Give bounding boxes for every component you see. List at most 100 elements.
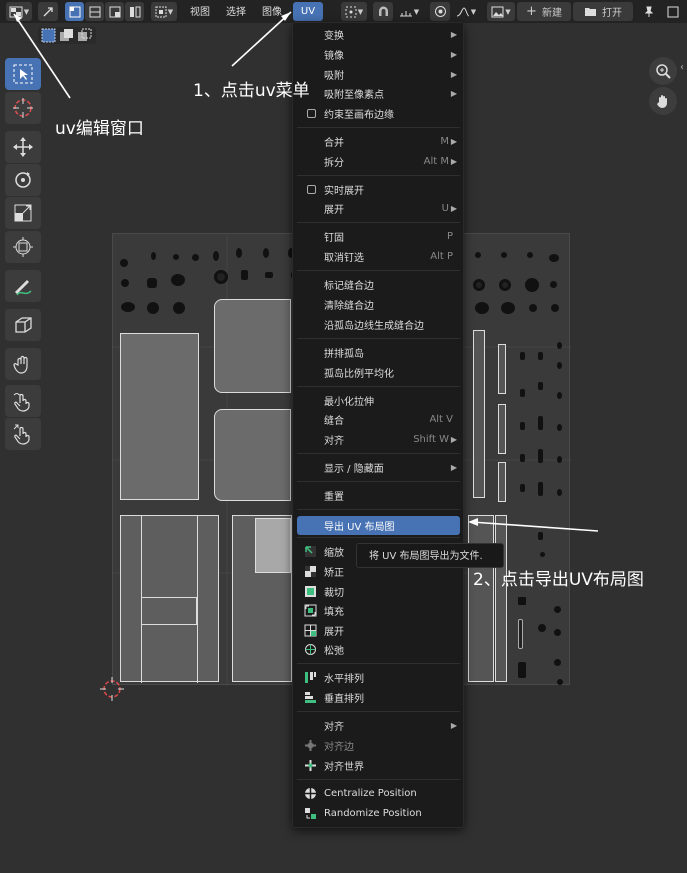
menu-item-mark-seam[interactable]: 标记缝合边 xyxy=(324,281,374,292)
tool-cursor[interactable] xyxy=(5,92,41,124)
folder-icon xyxy=(585,8,596,16)
face-select-mode[interactable] xyxy=(105,2,124,21)
menu-item-uv-fill[interactable]: 填充 xyxy=(293,601,463,620)
new-image-label: 新建 xyxy=(541,8,562,19)
uv-island-small xyxy=(529,304,537,312)
new-image-button[interactable]: + 新建 xyxy=(517,2,571,21)
snap-target-dropdown[interactable]: ▼ xyxy=(394,2,424,21)
uv-island-small xyxy=(121,279,129,287)
pivot-point-dropdown[interactable]: ▼ xyxy=(341,2,367,21)
menu-item-live-unwrap[interactable]: 实时展开 xyxy=(293,180,463,199)
tool-rotate[interactable] xyxy=(5,164,41,196)
menu-item-seams-from-islands[interactable]: 沿孤岛边线生成缝合边 xyxy=(324,321,424,332)
menu-item-reset[interactable]: 重置 xyxy=(324,492,344,503)
zoom-view-button[interactable] xyxy=(649,57,677,85)
tool-transform[interactable] xyxy=(5,231,41,263)
chevron-down-icon: ▼ xyxy=(167,7,174,16)
snap-toggle[interactable] xyxy=(373,2,393,21)
uv-island-small xyxy=(551,304,559,312)
submenu-arrow-icon: ▶ xyxy=(450,70,457,79)
menu-separator xyxy=(297,509,460,510)
uv-island-large xyxy=(120,333,199,500)
menu-item-export-uv-layout[interactable]: 导出 UV 布局图 xyxy=(324,522,395,533)
open-image-button[interactable]: 打开 xyxy=(573,2,633,21)
menu-item-snap-to-pixels[interactable]: 吸附至像素点▶ xyxy=(324,89,457,101)
uv-island-small xyxy=(241,270,248,280)
sidebar-toggle-icon[interactable]: ‹ xyxy=(680,62,684,73)
scale-icon xyxy=(14,204,32,222)
tool-cube-project[interactable] xyxy=(5,309,41,341)
header-more-dropdown[interactable] xyxy=(663,2,683,21)
menu-item-arrange-vertical[interactable]: 垂直排列 xyxy=(293,688,463,707)
uv-island-small xyxy=(147,302,159,314)
falloff-dropdown[interactable]: ▼ xyxy=(452,2,480,21)
menu-highlight xyxy=(297,516,460,535)
edge-select-mode[interactable] xyxy=(85,2,104,21)
selection-mode-group xyxy=(38,27,96,44)
menu-item-align-edge[interactable]: 对齐边 xyxy=(293,736,463,755)
sticky-selection-dropdown[interactable]: ▼ xyxy=(151,2,177,21)
uv-island-small xyxy=(236,248,242,258)
pan-view-button[interactable] xyxy=(649,87,677,115)
menu-item-pack-islands[interactable]: 拼排孤岛 xyxy=(324,349,364,360)
uv-island-small xyxy=(557,489,562,496)
menu-view[interactable]: 视图 xyxy=(190,7,210,18)
uv-island-strip xyxy=(473,330,485,498)
menu-item-clear-seam[interactable]: 清除缝合边 xyxy=(324,301,374,312)
menu-item-uv-unfold[interactable]: 展开 xyxy=(293,621,463,640)
zoom-icon xyxy=(656,64,671,79)
tool-move[interactable] xyxy=(5,131,41,163)
tool-scale[interactable] xyxy=(5,197,41,229)
menu-image[interactable]: 图像 xyxy=(262,7,282,18)
select-extend-icon[interactable] xyxy=(59,28,74,43)
image-browse-dropdown[interactable]: ▼ xyxy=(487,2,515,21)
uv-island-small xyxy=(549,254,559,262)
menu-item-uv-relax[interactable]: 松弛 xyxy=(293,640,463,659)
uv-island-ring xyxy=(473,279,485,291)
tool-relax[interactable] xyxy=(5,385,41,417)
uv-island-large xyxy=(120,515,219,683)
menu-item-show-hide-faces[interactable]: 显示 / 隐藏面▶ xyxy=(324,463,457,475)
tool-annotate[interactable] xyxy=(5,270,41,302)
menu-item-constrain-to-bounds[interactable]: 约束至画布边缘 xyxy=(293,104,463,123)
hand-grab-icon xyxy=(13,355,28,374)
menu-uv[interactable]: UV xyxy=(293,2,323,21)
menu-item-uv-crop[interactable]: 裁切 xyxy=(293,582,463,601)
select-new-icon[interactable] xyxy=(41,28,56,43)
menu-item-align-world[interactable]: 对齐世界 xyxy=(293,756,463,775)
uv-island-small xyxy=(538,382,543,390)
sync-selection-toggle[interactable] xyxy=(38,2,58,21)
menu-item-uv-straighten[interactable]: 矫正 xyxy=(293,562,463,581)
vertex-select-mode[interactable] xyxy=(65,2,84,21)
select-subtract-icon[interactable] xyxy=(77,28,92,43)
submenu-arrow-icon: ▶ xyxy=(450,435,457,444)
proportional-editing-toggle[interactable] xyxy=(430,2,450,21)
menu-item-randomize-position[interactable]: Randomize Position xyxy=(293,804,463,823)
uv-island-small xyxy=(520,389,525,397)
menu-item-snap[interactable]: 吸附▶ xyxy=(324,70,457,82)
menu-item-transform[interactable]: 变换▶ xyxy=(324,30,457,42)
island-select-mode[interactable] xyxy=(125,2,144,21)
menu-item-arrange-horizontal[interactable]: 水平排列 xyxy=(293,668,463,687)
uv-island-large xyxy=(214,299,291,393)
menu-item-mirror[interactable]: 镜像▶ xyxy=(324,50,457,62)
tool-select-box[interactable] xyxy=(5,58,41,90)
menu-item-average-islands-scale[interactable]: 孤岛比例平均化 xyxy=(324,369,394,380)
tool-pinch[interactable] xyxy=(5,418,41,450)
pin-image-toggle[interactable] xyxy=(639,2,659,21)
menu-item-minimize-stretch[interactable]: 最小化拉伸 xyxy=(324,397,374,408)
uv-island-small xyxy=(213,251,219,261)
menu-item-centralize-position[interactable]: Centralize Position xyxy=(293,784,463,803)
uv-island-small xyxy=(475,252,481,258)
menu-item-uv-scale[interactable]: 缩放 xyxy=(293,542,463,561)
menu-select[interactable]: 选择 xyxy=(226,7,246,18)
menu-item-align-sub[interactable]: 对齐▶ xyxy=(324,721,457,733)
tool-grab[interactable] xyxy=(5,348,41,380)
